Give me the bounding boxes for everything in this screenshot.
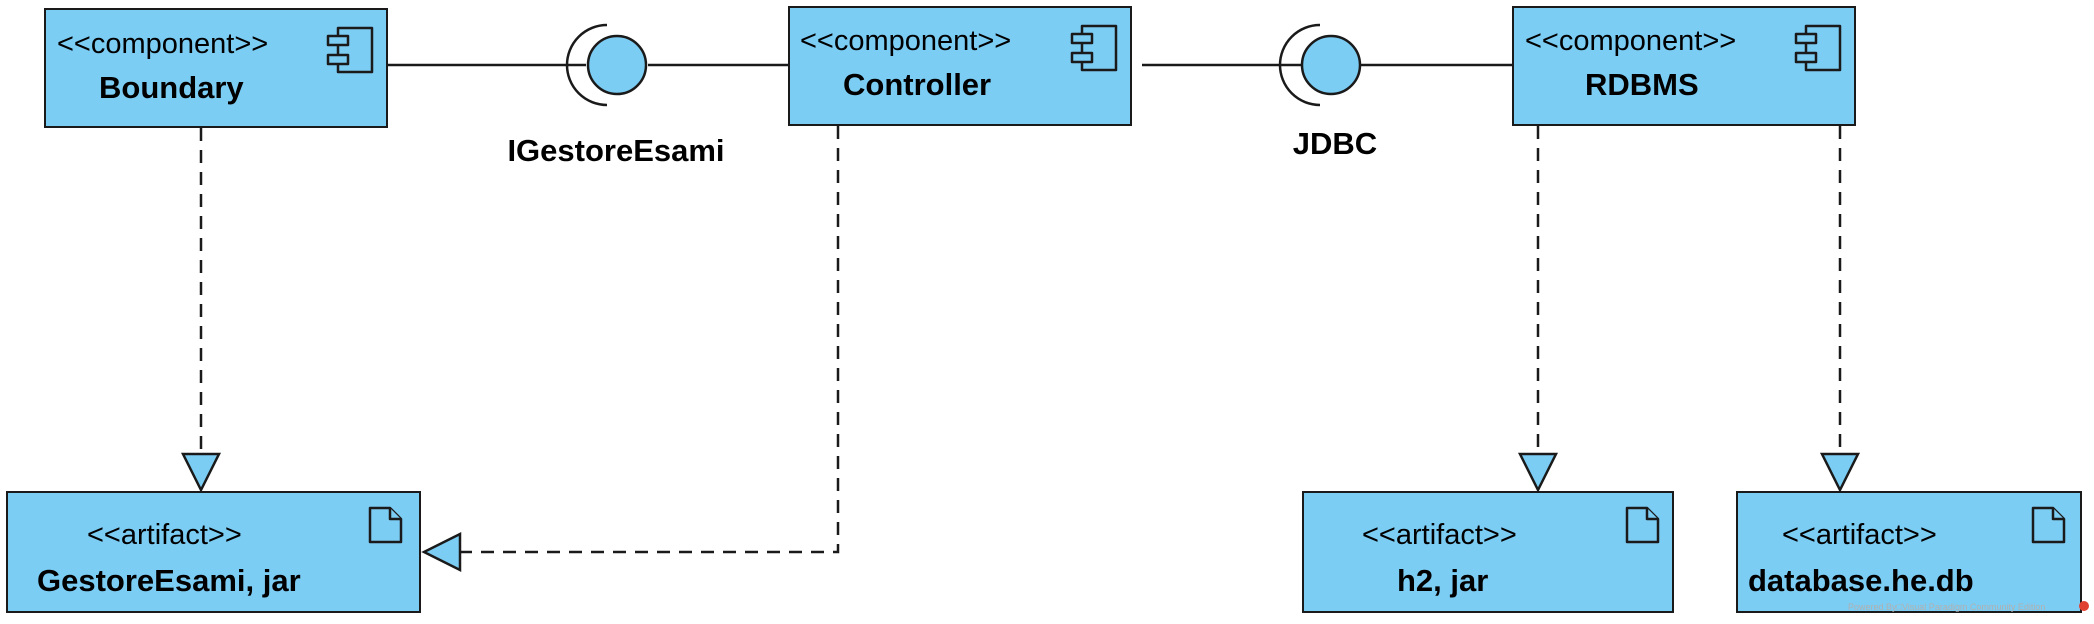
dependency-controller-to-gestoreesami (421, 126, 840, 573)
component-controller[interactable]: <<component>> Controller (788, 6, 1132, 126)
artifact-gestoreesami-jar[interactable]: <<artifact>> GestoreEsami, jar (6, 491, 421, 613)
artifact-name: database.he.db (1748, 563, 1974, 598)
component-box (1512, 6, 1856, 126)
artifact-stereotype: <<artifact>> (1362, 519, 1517, 551)
ball (1300, 34, 1362, 96)
interface-label: JDBC (1293, 126, 1377, 161)
interface-jdbc: JDBC (1142, 23, 1512, 161)
artifact-name: GestoreEsami, jar (37, 563, 301, 598)
artifact-database-he-db[interactable]: <<artifact>> database.he.db (1736, 491, 2082, 613)
component-boundary[interactable]: <<component>> Boundary (44, 8, 388, 128)
component-rdbms[interactable]: <<component>> RDBMS (1512, 6, 1856, 126)
document-icon (2031, 506, 2066, 544)
artifact-box (1736, 491, 2082, 613)
artifact-name: h2, jar (1397, 563, 1488, 598)
ball (586, 34, 648, 96)
component-stereotype: <<component>> (57, 28, 268, 60)
socket (1278, 23, 1321, 107)
artifact-h2-jar[interactable]: <<artifact>> h2, jar (1302, 491, 1674, 613)
brand-dot-icon (2079, 601, 2089, 611)
component-box (44, 8, 388, 128)
component-stereotype: <<component>> (800, 25, 1011, 57)
dependency-rdbms-to-database (1819, 126, 1861, 493)
dependency-rdbms-to-h2-jar (1517, 126, 1559, 493)
interface-label: IGestoreEsami (507, 133, 724, 168)
footer-text: Powered By□Visual Paradigm Community Edi… (1848, 602, 2045, 612)
artifact-box (6, 491, 421, 613)
document-icon (368, 506, 403, 544)
component-box (788, 6, 1132, 126)
artifact-box (1302, 491, 1674, 613)
interface-igestoreesami: IGestoreEsami (388, 23, 788, 168)
document-icon (1625, 506, 1660, 544)
footer-watermark: Powered By□Visual Paradigm Community Edi… (1848, 601, 2089, 612)
artifact-stereotype: <<artifact>> (87, 519, 242, 551)
component-name: Boundary (99, 70, 244, 105)
component-name: Controller (843, 67, 991, 102)
component-name: RDBMS (1585, 67, 1699, 102)
artifact-stereotype: <<artifact>> (1782, 519, 1937, 551)
component-icon (326, 26, 374, 74)
component-icon (1794, 24, 1842, 72)
component-icon (1070, 24, 1118, 72)
socket (565, 23, 608, 107)
component-stereotype: <<component>> (1525, 25, 1736, 57)
dependency-boundary-to-gestoreesami (180, 128, 222, 493)
